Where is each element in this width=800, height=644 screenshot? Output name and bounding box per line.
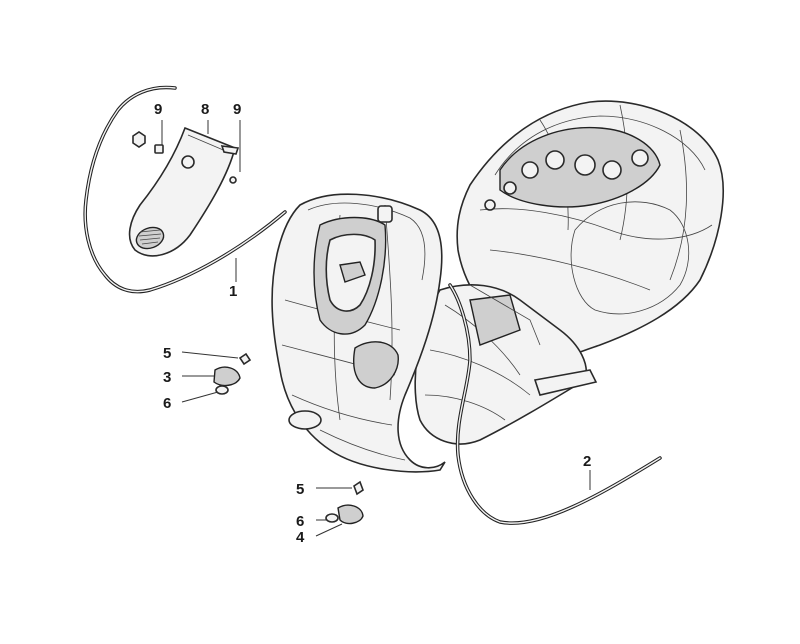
callout-4: 4 (296, 529, 305, 546)
leg-shield (271, 193, 446, 473)
part-2-trim-strip (448, 283, 662, 525)
part-5-screw-upper (238, 352, 252, 366)
part-5-screw-lower (353, 480, 364, 496)
part-3-clip (213, 366, 241, 387)
callout-6-lower: 6 (296, 513, 304, 530)
part-6-washer-upper (215, 385, 229, 395)
part-6-washer-lower (325, 513, 339, 523)
part-7-horn-cover (128, 126, 240, 257)
callout-2: 2 (583, 453, 591, 470)
callout-labels: 9 8 9 1 5 3 6 2 5 6 4 (154, 101, 591, 546)
callout-9: 9 (233, 101, 241, 118)
callout-7: 8 (201, 101, 209, 118)
part-4-clip (337, 504, 364, 525)
callout-8: 9 (154, 101, 162, 118)
callout-5-lower: 5 (296, 481, 304, 498)
part-1-trim-strip (83, 85, 287, 294)
callout-6-upper: 6 (163, 395, 171, 412)
callout-1: 1 (229, 283, 237, 300)
scooter-body-frame (414, 100, 724, 445)
leader-lines (161, 120, 591, 537)
part-9-screw (229, 176, 237, 184)
callout-3: 3 (163, 369, 171, 386)
part-8-nut (132, 131, 164, 154)
callout-5-upper: 5 (163, 345, 171, 362)
